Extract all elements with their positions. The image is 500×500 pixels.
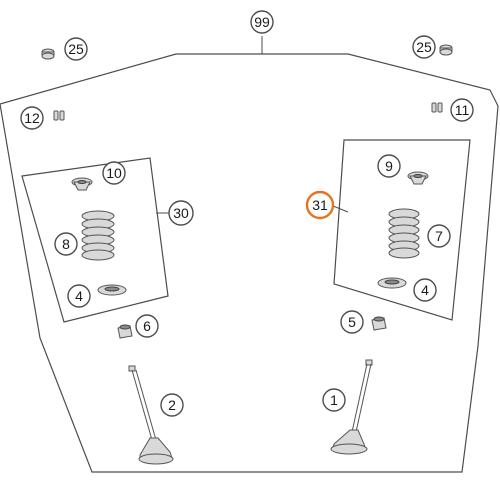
callout-12-label: 12 — [24, 110, 40, 126]
callout-99[interactable]: 99 — [250, 10, 274, 34]
callout-4-left-label: 4 — [75, 288, 83, 304]
callout-4-right[interactable]: 4 — [413, 278, 437, 302]
keepers-12-part — [53, 110, 65, 121]
leader-31 — [332, 205, 349, 213]
spring-8-part — [81, 210, 115, 261]
callout-6-label: 6 — [143, 318, 151, 334]
callout-12[interactable]: 12 — [20, 106, 44, 130]
callout-30[interactable]: 30 — [168, 200, 194, 226]
right-subkit-frame — [333, 139, 471, 321]
seat-4-left-part — [97, 284, 127, 296]
callout-1[interactable]: 1 — [322, 388, 346, 412]
keepers-11-part — [431, 102, 443, 113]
callout-5[interactable]: 5 — [340, 310, 364, 334]
callout-99-label: 99 — [254, 14, 270, 30]
callout-11-label: 11 — [455, 102, 470, 118]
callout-2[interactable]: 2 — [160, 393, 184, 417]
retainer-10-part — [71, 177, 93, 191]
callout-31-label: 31 — [312, 197, 328, 213]
callout-7[interactable]: 7 — [427, 224, 451, 248]
callout-9-label: 9 — [385, 158, 393, 174]
callout-4-right-label: 4 — [421, 282, 429, 298]
callout-4-left[interactable]: 4 — [67, 284, 91, 308]
callout-25-right-label: 25 — [416, 39, 432, 55]
callout-25-right[interactable]: 25 — [412, 35, 436, 59]
callout-9[interactable]: 9 — [377, 154, 401, 178]
seal-5-part — [371, 316, 387, 331]
callout-2-label: 2 — [168, 397, 176, 413]
callout-30-label: 30 — [173, 205, 189, 221]
cap-25-right-part — [439, 44, 453, 56]
callout-25-left-label: 25 — [68, 41, 84, 57]
callout-25-left[interactable]: 25 — [64, 37, 88, 61]
callout-10[interactable]: 10 — [102, 161, 126, 185]
callout-5-label: 5 — [348, 314, 356, 330]
valve-2-part — [128, 365, 174, 465]
seal-6-part — [117, 324, 133, 339]
callout-7-label: 7 — [435, 228, 443, 244]
callout-11[interactable]: 11 — [450, 98, 474, 122]
valve-1-part — [330, 359, 373, 455]
callout-6[interactable]: 6 — [135, 314, 159, 338]
callout-8[interactable]: 8 — [54, 232, 78, 256]
callout-31[interactable]: 31 — [305, 190, 335, 220]
seat-4-right-part — [377, 277, 407, 289]
callout-10-label: 10 — [106, 165, 122, 181]
assembly-outline — [0, 53, 499, 473]
spring-7-part — [388, 208, 420, 259]
callout-8-label: 8 — [62, 236, 70, 252]
callout-1-label: 1 — [330, 392, 338, 408]
retainer-9-part — [407, 171, 429, 185]
cap-25-left-part — [41, 48, 55, 60]
